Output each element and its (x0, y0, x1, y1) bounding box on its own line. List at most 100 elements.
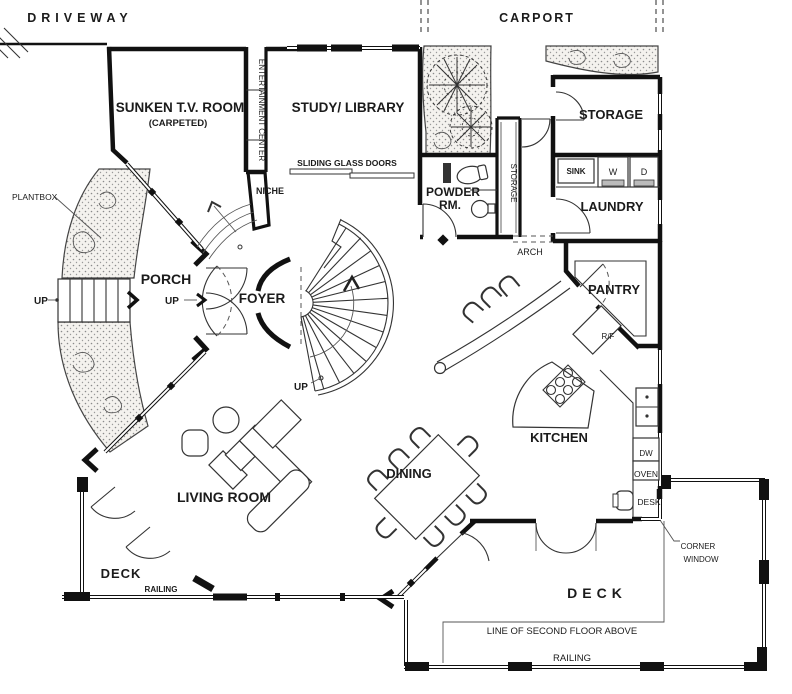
deck-right-railing (662, 475, 769, 667)
label-carpeted: (CARPETED) (149, 118, 208, 129)
label-living-room: LIVING ROOM (177, 489, 271, 505)
pantry-door-swing (598, 263, 610, 308)
living-room-furniture (181, 399, 313, 533)
sliding-glass-doors (289, 168, 415, 179)
plantbox-upper-bed (61, 168, 151, 279)
niche-wall (246, 171, 271, 232)
stair-break-line (323, 218, 342, 269)
label-deck-right: DECK (567, 585, 627, 601)
porch-glass-lower (103, 350, 207, 454)
label-storage-room: STORAGE (579, 107, 643, 122)
label-refrigerator: R/F (602, 332, 615, 341)
label-entertainment-center: ENTERTAINMENT CENTER (257, 59, 266, 161)
label-plantbox: PLANTBOX (12, 192, 58, 202)
foyer-door-top (205, 267, 248, 310)
label-up-porch: UP (34, 296, 48, 307)
label-deck-left: DECK (101, 566, 142, 581)
windows (103, 44, 662, 599)
label-foyer: FOYER (239, 291, 286, 306)
storage-closet-shelves (500, 122, 517, 233)
hinge-dot (437, 234, 449, 246)
burners (545, 367, 583, 405)
label-second-floor: LINE OF SECOND FLOOR ABOVE (487, 626, 637, 637)
pantry-door-leaf (579, 263, 604, 288)
hall-entry-door (521, 118, 551, 148)
porch-steps (48, 278, 140, 323)
kitchen-island (512, 361, 595, 429)
arch-opening (513, 235, 553, 243)
dining-bay-window (396, 567, 428, 599)
storage-room-door (555, 91, 585, 121)
label-storage-closet: STORAGE (509, 164, 518, 203)
laundry-door (555, 198, 591, 234)
curved-stair (300, 218, 394, 396)
kitchen-fixtures (512, 361, 660, 517)
decks-railings (62, 475, 769, 671)
powder-door (422, 203, 457, 238)
laundry-sink (557, 158, 595, 184)
label-powder-2: RM. (439, 198, 461, 212)
foyer-circle (196, 200, 302, 350)
label-dishwasher: DW (639, 449, 653, 458)
bay-door (436, 532, 490, 562)
stair-walkline (309, 285, 355, 358)
oven-box (632, 460, 660, 481)
bed-squiggles (72, 49, 631, 414)
foyer-up-arrow (196, 292, 208, 308)
plantbox-lower-bed (57, 321, 149, 453)
label-desk: DESK (637, 497, 660, 507)
label-pantry: PANTRY (588, 282, 640, 297)
label-dining: DINING (386, 466, 432, 481)
site-marks (0, 0, 664, 59)
plantbox-leader (54, 196, 102, 239)
cooktop-outline (542, 364, 586, 408)
corner-window-leader (659, 519, 680, 542)
label-driveway: DRIVEWAY (27, 11, 133, 25)
french-door-leaves (535, 523, 597, 551)
deck-left-railing (62, 477, 404, 601)
bar-post (433, 361, 447, 375)
breakfast-bar (433, 272, 571, 375)
side-table-square (181, 429, 209, 457)
label-railing-bottom: RAILING (553, 653, 591, 664)
label-oven: OVEN (634, 469, 658, 479)
side-table-round (212, 406, 240, 434)
doors (90, 91, 610, 562)
label-up-stair: UP (294, 382, 308, 393)
labels: DRIVEWAY CARPORT SUNKEN T.V. ROOM (CARPE… (12, 11, 719, 664)
label-window: WINDOW (683, 555, 719, 564)
label-sink: SINK (566, 167, 585, 176)
steps-up-arrow (126, 290, 140, 310)
plant-beds (54, 45, 659, 453)
laundry-fixtures (556, 156, 660, 188)
deck-bottom-railing (404, 600, 767, 671)
deck-door-2 (125, 526, 171, 559)
label-railing-left: RAILING (145, 585, 178, 594)
label-dryer: D (641, 167, 648, 177)
deck-door-1 (90, 486, 136, 519)
label-arch: ARCH (517, 247, 543, 257)
label-powder-1: POWDER (426, 185, 480, 199)
label-sliding-doors: SLIDING GLASS DOORS (297, 158, 397, 168)
label-washer: W (609, 167, 618, 177)
chaise (252, 399, 302, 449)
stair-up-arrow (342, 274, 361, 292)
foyer-up-mark (184, 292, 208, 308)
foyer-door-bottom (205, 292, 248, 335)
dining-table (373, 433, 481, 541)
french-door-swings (535, 522, 597, 554)
powder-partition (443, 163, 451, 183)
label-corner: CORNER (681, 542, 716, 551)
label-study: STUDY/ LIBRARY (292, 100, 405, 115)
carport-bed-right (545, 45, 659, 76)
tree-small (449, 105, 493, 149)
entry-arrow (207, 200, 222, 213)
entertainment-center-shelves (246, 89, 266, 141)
label-laundry: LAUNDRY (580, 199, 643, 214)
dining-set (364, 424, 490, 550)
label-kitchen: KITCHEN (530, 430, 588, 445)
powder-fixtures (456, 164, 497, 219)
refrigerator-box (572, 305, 622, 355)
